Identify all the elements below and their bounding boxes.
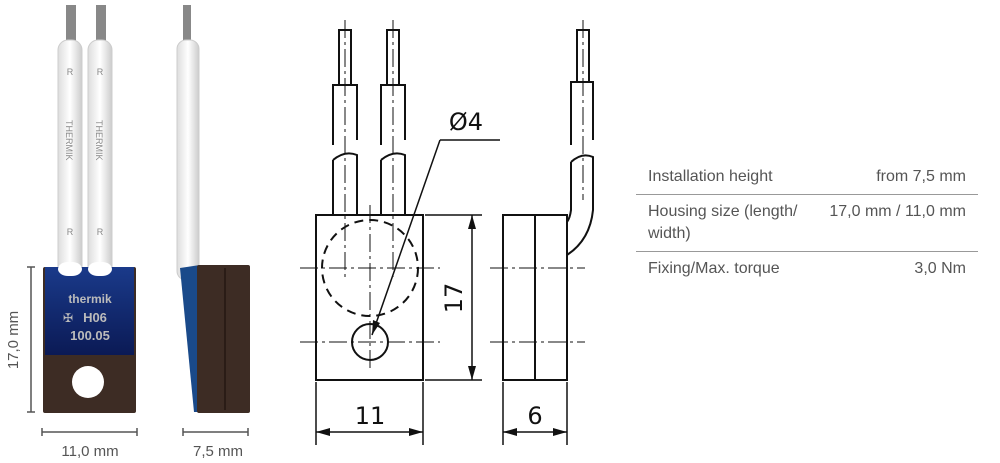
sensor-photo-front: R R THERMIK THERMIK R R thermik H06 ✠ 10… — [43, 5, 136, 413]
wire-marking: THERMIK — [64, 120, 74, 161]
drawing-depth-label: 6 — [527, 402, 542, 430]
spec-label: Installation height — [648, 168, 773, 185]
spec-value: 3,0 Nm — [914, 260, 966, 277]
height-label: 17,0 mm — [5, 311, 22, 369]
height-dimension — [27, 266, 249, 436]
brand-marking: thermik — [68, 292, 112, 306]
spec-row: Housing size (length/ width) 17,0 mm / 1… — [636, 195, 978, 252]
sensor-photo-side — [176, 5, 250, 413]
wire-marking: R — [97, 227, 104, 237]
type-marking: H06 — [83, 310, 107, 325]
spec-label: Housing size (length/ width) — [648, 203, 798, 242]
spec-table: Installation height from 7,5 mm Housing … — [636, 160, 978, 286]
drawing-width-label: 11 — [355, 402, 386, 430]
technical-drawing-front — [300, 20, 500, 445]
drawing-height-label: 17 — [440, 283, 468, 314]
code-marking: 100.05 — [70, 328, 110, 343]
spec-row: Fixing/Max. torque 3,0 Nm — [636, 252, 978, 286]
wire-marking: R — [67, 67, 74, 77]
depth-label: 7,5 mm — [193, 443, 243, 460]
wire-marking: R — [67, 227, 74, 237]
spec-value: from 7,5 mm — [876, 168, 966, 185]
spec-value: 17,0 mm / 11,0 mm — [829, 203, 966, 220]
thermik-logo-icon: ✠ — [63, 311, 73, 325]
width-label: 11,0 mm — [61, 443, 118, 460]
spec-row: Installation height from 7,5 mm — [636, 160, 978, 195]
wire-marking: R — [97, 67, 104, 77]
spec-label: Fixing/Max. torque — [648, 260, 780, 277]
hole-diameter-label: Ø4 — [449, 108, 483, 136]
technical-drawing-side — [490, 20, 594, 445]
wire-marking: THERMIK — [94, 120, 104, 161]
